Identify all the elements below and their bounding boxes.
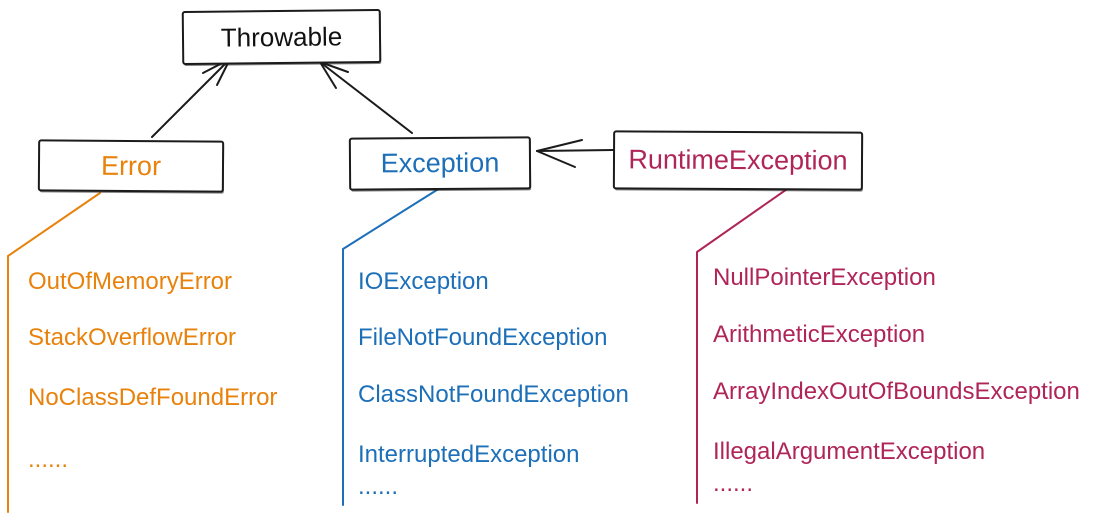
arrow-exception-to-throwable [319, 61, 413, 134]
arrow-runtime-to-exception [536, 139, 614, 168]
node-exception-label: Exception [380, 147, 500, 179]
node-runtime-exception: RuntimeException [612, 130, 864, 191]
node-error: Error [37, 139, 225, 193]
error-branch-line [7, 192, 101, 513]
list-item: StackOverflowError [28, 324, 237, 351]
list-item: NullPointerException [713, 264, 936, 291]
runtime-branch-line [696, 186, 791, 504]
list-item-ellipsis: ...... [358, 473, 399, 500]
list-item: ArrayIndexOutOfBoundsException [713, 378, 1080, 405]
node-throwable: Throwable [181, 8, 382, 66]
node-exception: Exception [348, 136, 532, 191]
list-item: IOException [358, 268, 489, 295]
node-error-label: Error [100, 150, 162, 181]
arrow-error-to-throwable [151, 58, 231, 138]
list-item: ArithmeticException [713, 321, 926, 348]
list-item-ellipsis: ...... [713, 470, 754, 497]
list-item-ellipsis: ...... [28, 446, 69, 473]
list-item: IllegalArgumentException [713, 438, 986, 465]
list-item: NoClassDefFoundError [28, 384, 278, 411]
list-item: ClassNotFoundException [358, 381, 629, 408]
list-item: InterruptedException [358, 441, 580, 468]
list-item: FileNotFoundException [358, 324, 608, 351]
node-runtime-exception-label: RuntimeException [628, 144, 848, 176]
list-item: OutOfMemoryError [28, 268, 233, 295]
node-throwable-label: Throwable [220, 20, 343, 53]
exception-branch-line [342, 187, 441, 506]
